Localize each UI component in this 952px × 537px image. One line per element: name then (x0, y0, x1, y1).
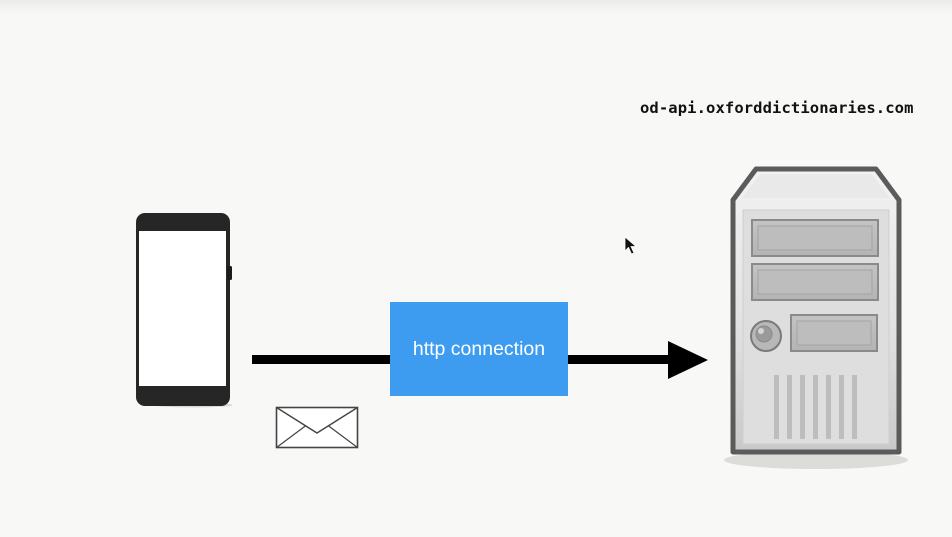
server-hostname-label: od-api.oxforddictionaries.com (640, 99, 914, 117)
smartphone-icon (136, 213, 232, 408)
http-connection-label: http connection (412, 337, 546, 360)
envelope-icon (275, 406, 359, 449)
mouse-pointer-icon (624, 236, 638, 255)
http-connection-box: http connection (390, 302, 568, 396)
server-tower-icon (724, 166, 908, 469)
